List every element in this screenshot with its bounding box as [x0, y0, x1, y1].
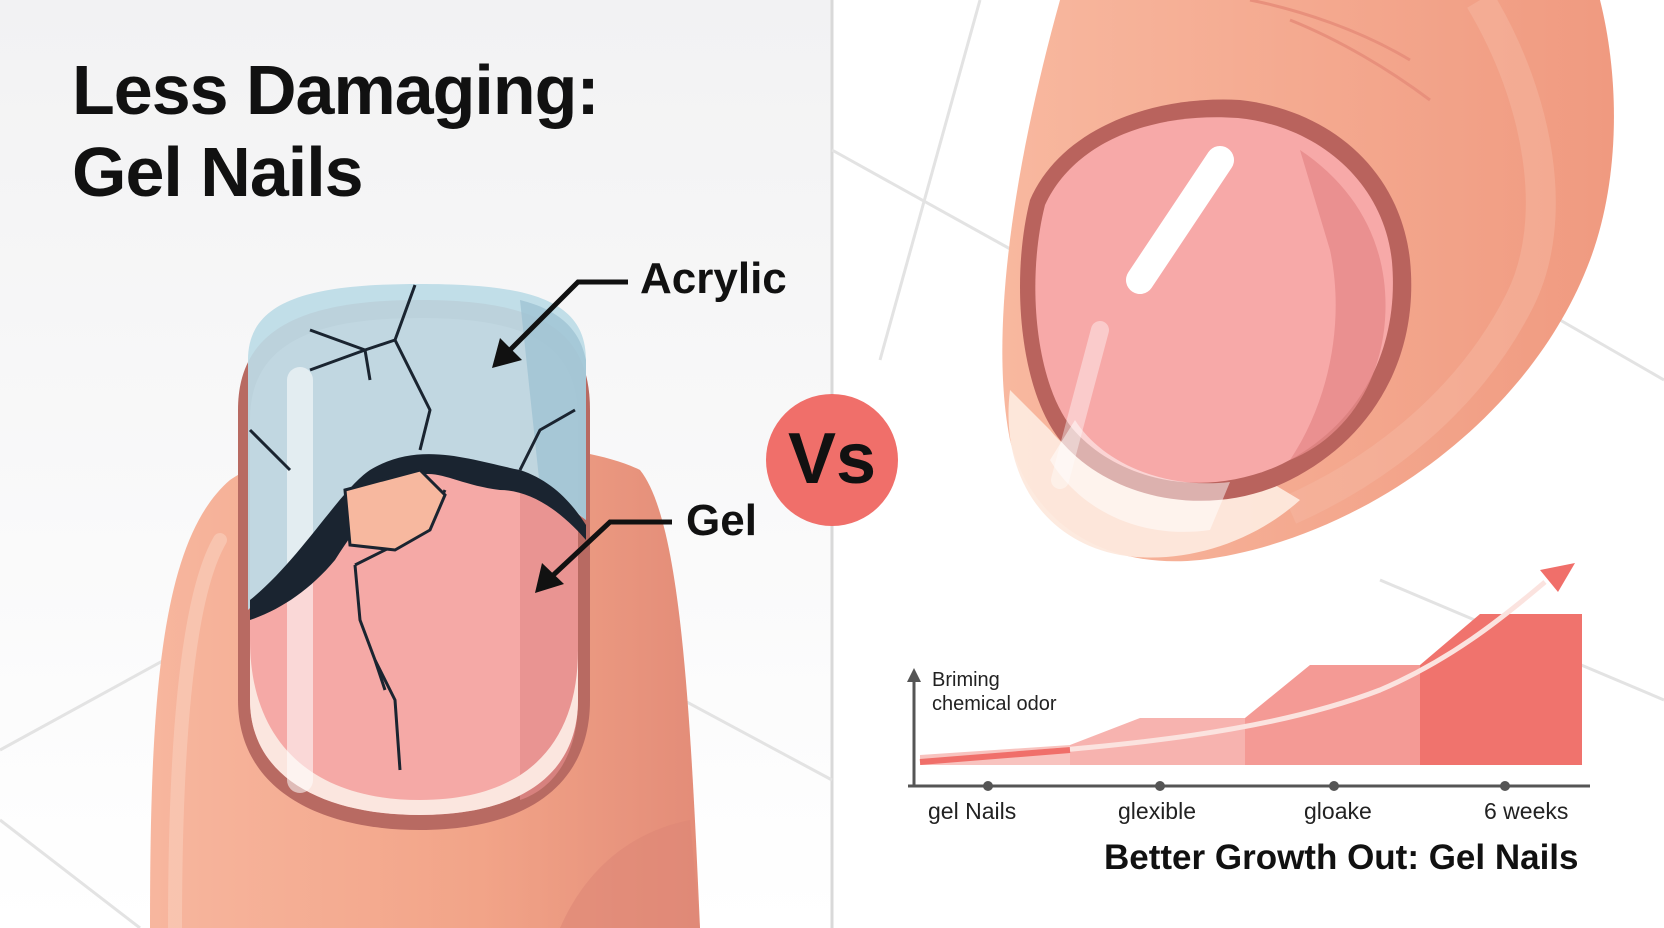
acrylic-label: Acrylic [640, 254, 787, 303]
chart-x-label: 6 weeks [1484, 798, 1569, 824]
cracked-acrylic-finger [150, 284, 700, 928]
chart-x-label: glexible [1118, 798, 1196, 824]
chart-y-label-line-2: chemical odor [932, 693, 1057, 715]
page-title-line-2: Gel Nails [72, 133, 364, 211]
chart-step-4 [1420, 614, 1582, 765]
gel-arrowhead [535, 563, 564, 593]
gel-label: Gel [686, 496, 757, 545]
chart-title: Better Growth Out: Gel Nails [1104, 838, 1579, 877]
y-axis-arrowhead [907, 668, 921, 682]
acrylic-arrow [503, 279, 628, 357]
chart-y-label-line-1: Briming [932, 669, 1000, 691]
chart-x-label: gloake [1304, 798, 1372, 824]
vs-badge [766, 394, 898, 526]
page-title-line-1: Less Damaging: [72, 51, 600, 129]
trend-arrowhead [1540, 563, 1575, 592]
trend-start [919, 747, 1071, 765]
gel-nail-finger [1002, 0, 1614, 562]
vs-label: Vs [787, 419, 877, 499]
growth-chart [907, 563, 1590, 791]
chart-x-label: gel Nails [928, 798, 1017, 824]
gel-arrow [546, 519, 672, 582]
acrylic-arrowhead [492, 338, 522, 368]
